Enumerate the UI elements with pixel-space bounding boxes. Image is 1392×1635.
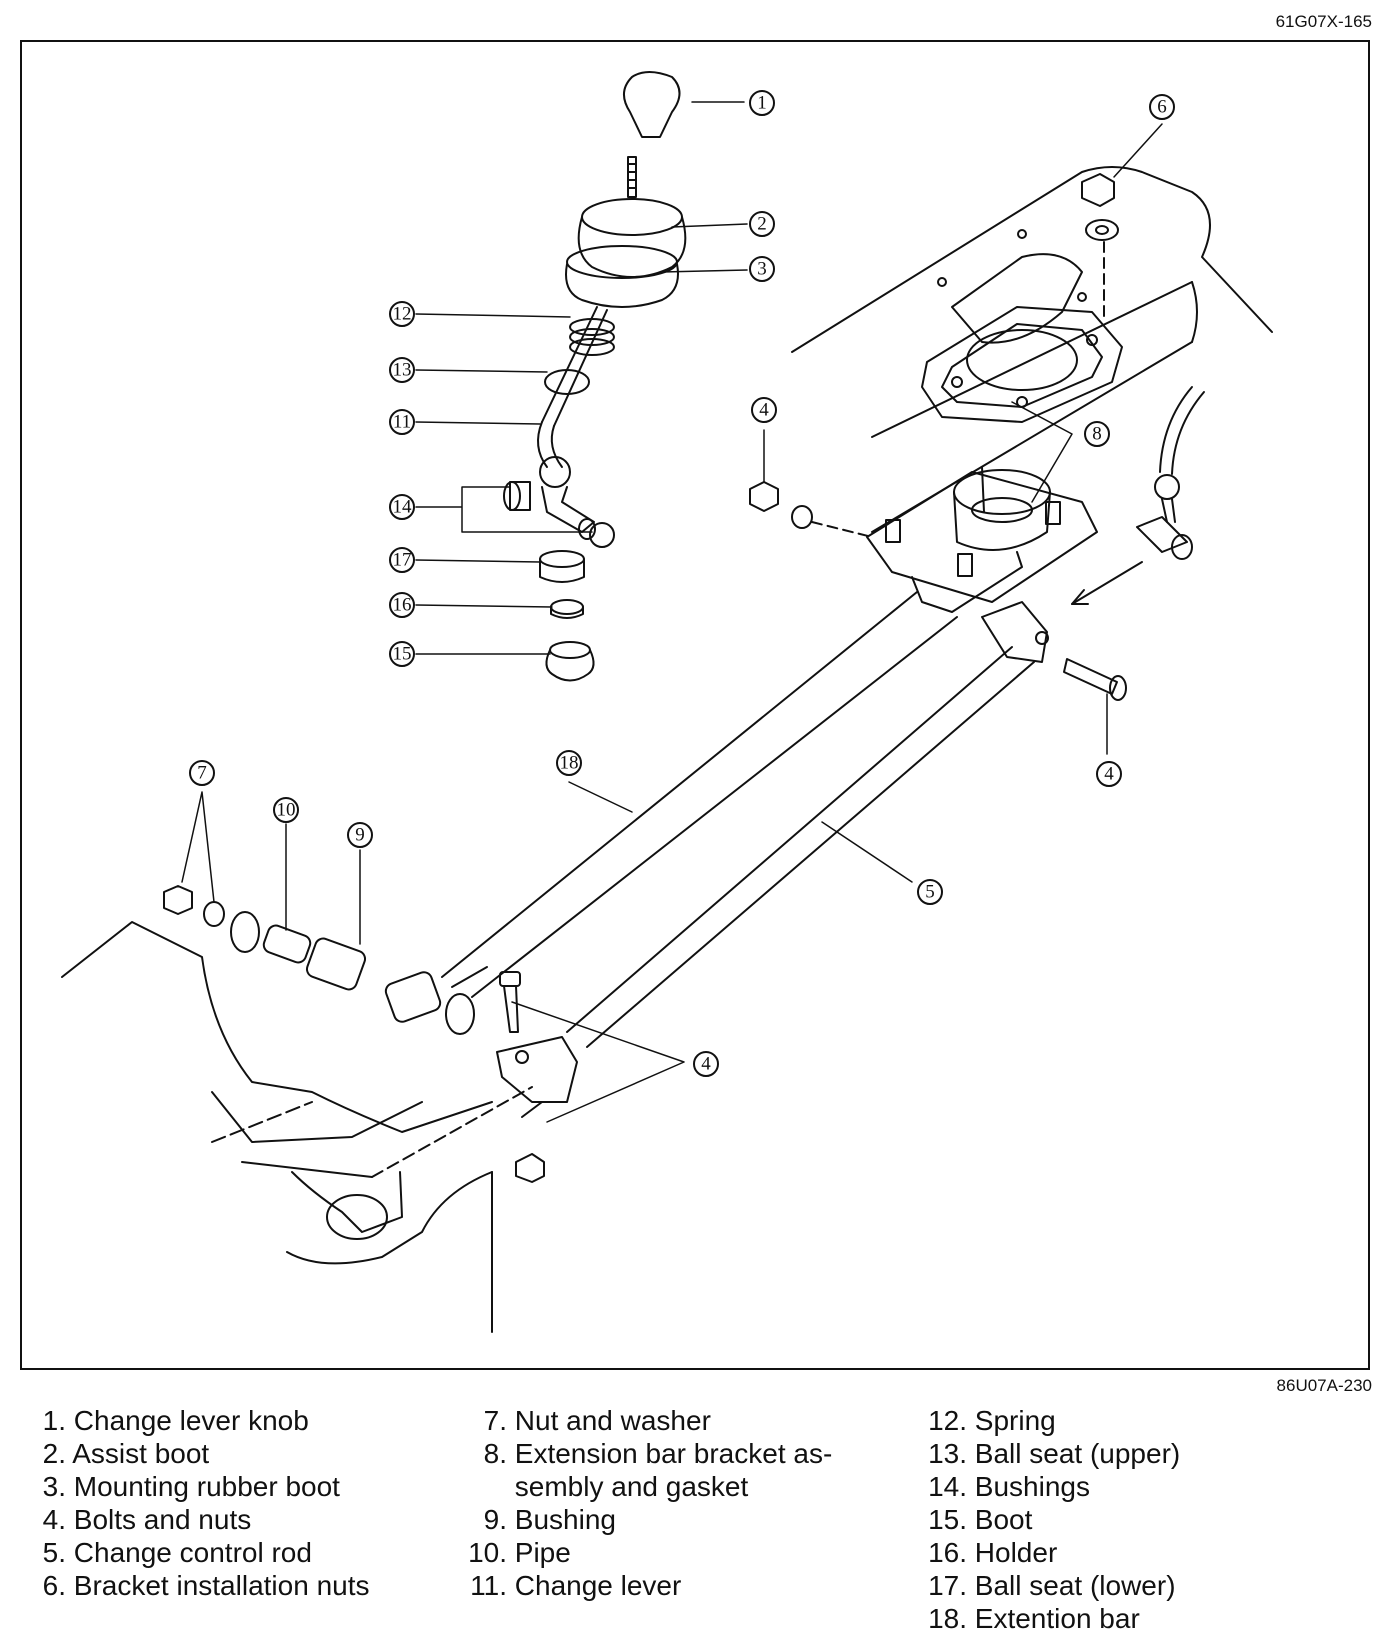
legend-item: 11. Change lever — [470, 1570, 682, 1601]
legend-item: 15. Boot — [928, 1504, 1033, 1535]
cable-connector-part — [1136, 386, 1205, 560]
nut-washer-part — [749, 481, 873, 538]
bolt-right-part — [1063, 658, 1127, 701]
callout-13: 13 — [393, 360, 412, 381]
callout-18: 18 — [560, 753, 579, 774]
legend-item: 5. Change control rod — [42, 1537, 312, 1568]
legend-item: 6. Bracket installation nuts — [42, 1570, 370, 1601]
callout-circle-13 — [389, 357, 415, 383]
change-control-rod-part — [566, 601, 1049, 1048]
callout-4: 4 — [1104, 764, 1114, 785]
legend-item: 3. Mounting rubber boot — [42, 1471, 340, 1502]
callout-circle-12 — [389, 301, 415, 327]
legend-item: 1. Change lever knob — [42, 1405, 309, 1436]
exploded-diagram: 1 2 3 4 4 4 5 6 7 8 9 10 11 12 13 14 15 … — [61, 71, 1273, 1333]
callout-4: 4 — [701, 1054, 711, 1075]
callout-4: 4 — [759, 400, 769, 421]
legend-column-3: 12. Spring 13. Ball seat (upper) 14. Bus… — [915, 1404, 1180, 1635]
callout-2: 2 — [757, 214, 767, 235]
callout-circle-1 — [749, 90, 775, 116]
callout-circle-4a — [751, 397, 777, 423]
bushings-part — [503, 481, 615, 548]
threaded-rod — [627, 156, 637, 198]
callout-16: 16 — [393, 595, 412, 616]
callout-circle-9 — [347, 822, 373, 848]
shift-knob-part — [623, 71, 681, 138]
figure-code-bottom: 86U07A-230 — [1276, 1376, 1372, 1395]
legend-item: 16. Holder — [928, 1537, 1058, 1568]
callout-8: 8 — [1092, 424, 1102, 445]
legend-item: 2. Assist boot — [42, 1438, 210, 1469]
callout-9: 9 — [355, 825, 365, 846]
boot-parts — [565, 198, 687, 308]
callout-circle-15 — [389, 641, 415, 667]
legend-item: 4. Bolts and nuts — [42, 1504, 252, 1535]
callout-7: 7 — [197, 763, 207, 784]
extension-bar-part — [384, 591, 958, 1023]
left-bushing-parts — [163, 885, 475, 1035]
legend-item: 14. Bushings — [928, 1471, 1090, 1502]
legend-column-2: 7. Nut and washer 8. Extension bar brack… — [455, 1404, 832, 1602]
legend-item: 10. Pipe — [468, 1537, 571, 1568]
change-lever-part — [537, 306, 608, 540]
callout-15: 15 — [393, 644, 412, 665]
callout-circle-5 — [917, 879, 943, 905]
floor-panel — [791, 166, 1273, 533]
callout-1: 1 — [757, 93, 767, 114]
callout-14: 14 — [393, 497, 413, 518]
legend-item: 9. Bushing — [483, 1504, 616, 1535]
legend-item: sembly and gasket — [514, 1471, 749, 1502]
transmission-housing — [61, 921, 533, 1333]
leader-lines — [181, 101, 1163, 1123]
legend-item: 7. Nut and washer — [483, 1405, 711, 1436]
callout-17: 17 — [393, 550, 412, 571]
callout-5: 5 — [925, 882, 935, 903]
callout-circle-18 — [556, 750, 582, 776]
callout-circle-3 — [749, 256, 775, 282]
callout-circle-2 — [749, 211, 775, 237]
callout-circle-16 — [389, 592, 415, 618]
legend-column-1: 1. Change lever knob 2. Assist boot 3. M… — [34, 1404, 370, 1602]
legend-item: 12. Spring — [928, 1405, 1056, 1436]
callout-12: 12 — [393, 304, 412, 325]
callout-circle-8 — [1084, 421, 1110, 447]
figure-code-top: 61G07X-165 — [1275, 12, 1372, 31]
legend-item: 13. Ball seat (upper) — [928, 1438, 1181, 1469]
callout-circle-10 — [273, 797, 299, 823]
callout-circle-4b — [1096, 761, 1122, 787]
bracket-nuts-part — [1081, 173, 1119, 323]
callout-circle-6 — [1149, 94, 1175, 120]
gasket-part — [937, 229, 1087, 344]
callout-circle-17 — [389, 547, 415, 573]
callout-circle-14 — [389, 494, 415, 520]
legend-item: 8. Extension bar bracket as- — [483, 1438, 833, 1469]
callout-10: 10 — [277, 800, 296, 821]
lower-seat-parts — [539, 550, 595, 682]
bolt-lower-part — [496, 971, 578, 1183]
exploded-diagram-frame: 1 2 3 4 4 4 5 6 7 8 9 10 11 12 13 14 15 … — [20, 40, 1370, 1370]
callout-circle-7 — [189, 760, 215, 786]
callout-3: 3 — [757, 259, 767, 280]
bracket-plate-part — [921, 306, 1123, 423]
legend-item: 18. Extention bar — [928, 1603, 1140, 1634]
callout-6: 6 — [1157, 97, 1167, 118]
callout-circle-11 — [389, 409, 415, 435]
callout-circle-4c — [693, 1051, 719, 1077]
legend-item: 17. Ball seat (lower) — [928, 1570, 1176, 1601]
direction-arrow — [1071, 561, 1143, 605]
bracket-assembly-part — [866, 466, 1098, 613]
callout-11: 11 — [393, 412, 411, 433]
